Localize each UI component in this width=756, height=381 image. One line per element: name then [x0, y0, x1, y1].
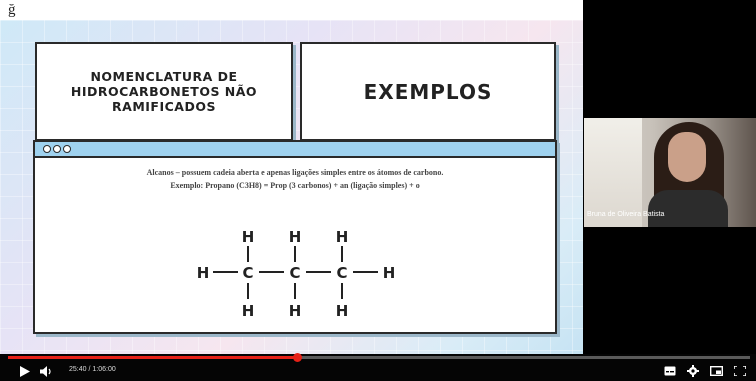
settings-gear-icon[interactable]	[687, 365, 699, 377]
window-dot-icon	[43, 145, 51, 153]
propane-structure: H H H H C C C H H H H	[197, 228, 396, 320]
progress-played	[8, 356, 298, 359]
volume-icon[interactable]	[40, 366, 54, 377]
window-dot-icon	[53, 145, 61, 153]
atom-h-top-1: H	[242, 228, 255, 246]
definition-text: Alcanos – possuem cadeia aberta e apenas…	[146, 168, 444, 177]
atom-h-bottom-3: H	[336, 302, 349, 320]
title-card: NOMENCLATURA DE HIDROCARBONETOS NÃO RAMI…	[35, 42, 293, 141]
player-controls: 25:40 / 1:06:00	[0, 353, 756, 381]
webcam-video	[584, 118, 756, 227]
webcam-participant-name: Bruna de Oliveira Batista	[587, 211, 665, 218]
example-text: Exemplo: Propano (C3H8) = Prop (3 carbon…	[170, 181, 420, 190]
time-separator: /	[86, 366, 93, 373]
examples-card-text: EXEMPLOS	[363, 79, 493, 104]
window-dot-icon	[63, 145, 71, 153]
window-text: Alcanos – possuem cadeia aberta e apenas…	[35, 166, 555, 192]
time-display: 25:40 / 1:06:00	[69, 366, 116, 373]
webcam-person-shirt	[648, 190, 728, 227]
atom-h-left: H	[197, 264, 210, 282]
examples-card: EXEMPLOS	[300, 42, 556, 141]
progress-bar[interactable]	[8, 356, 750, 359]
atom-h-right: H	[383, 264, 396, 282]
atom-h-top-2: H	[289, 228, 302, 246]
webcam-window-light	[584, 118, 642, 227]
play-icon[interactable]	[20, 366, 30, 377]
window-titlebar	[35, 142, 555, 158]
slide-area: NOMENCLATURA DE HIDROCARBONETOS NÃO RAMI…	[0, 20, 583, 354]
progress-scrubber[interactable]	[293, 353, 303, 362]
current-time: 25:40	[69, 366, 87, 373]
atom-h-bottom-1: H	[242, 302, 255, 320]
content-window: Alcanos – possuem cadeia aberta e apenas…	[33, 140, 557, 334]
webcam-person-face	[668, 132, 706, 182]
title-card-text: NOMENCLATURA DE HIDROCARBONETOS NÃO RAMI…	[70, 69, 258, 114]
fullscreen-icon[interactable]	[734, 366, 746, 376]
miniplayer-icon[interactable]	[710, 366, 723, 376]
total-time: 1:06:00	[92, 366, 116, 373]
atom-h-top-3: H	[336, 228, 349, 246]
top-caption-strip: ğ	[0, 0, 756, 20]
subtitles-icon[interactable]	[664, 366, 676, 376]
top-caption: ğ	[8, 2, 16, 18]
atom-h-bottom-2: H	[289, 302, 302, 320]
atom-c-1: C	[242, 264, 253, 282]
atom-c-3: C	[336, 264, 347, 282]
atom-c-2: C	[289, 264, 300, 282]
